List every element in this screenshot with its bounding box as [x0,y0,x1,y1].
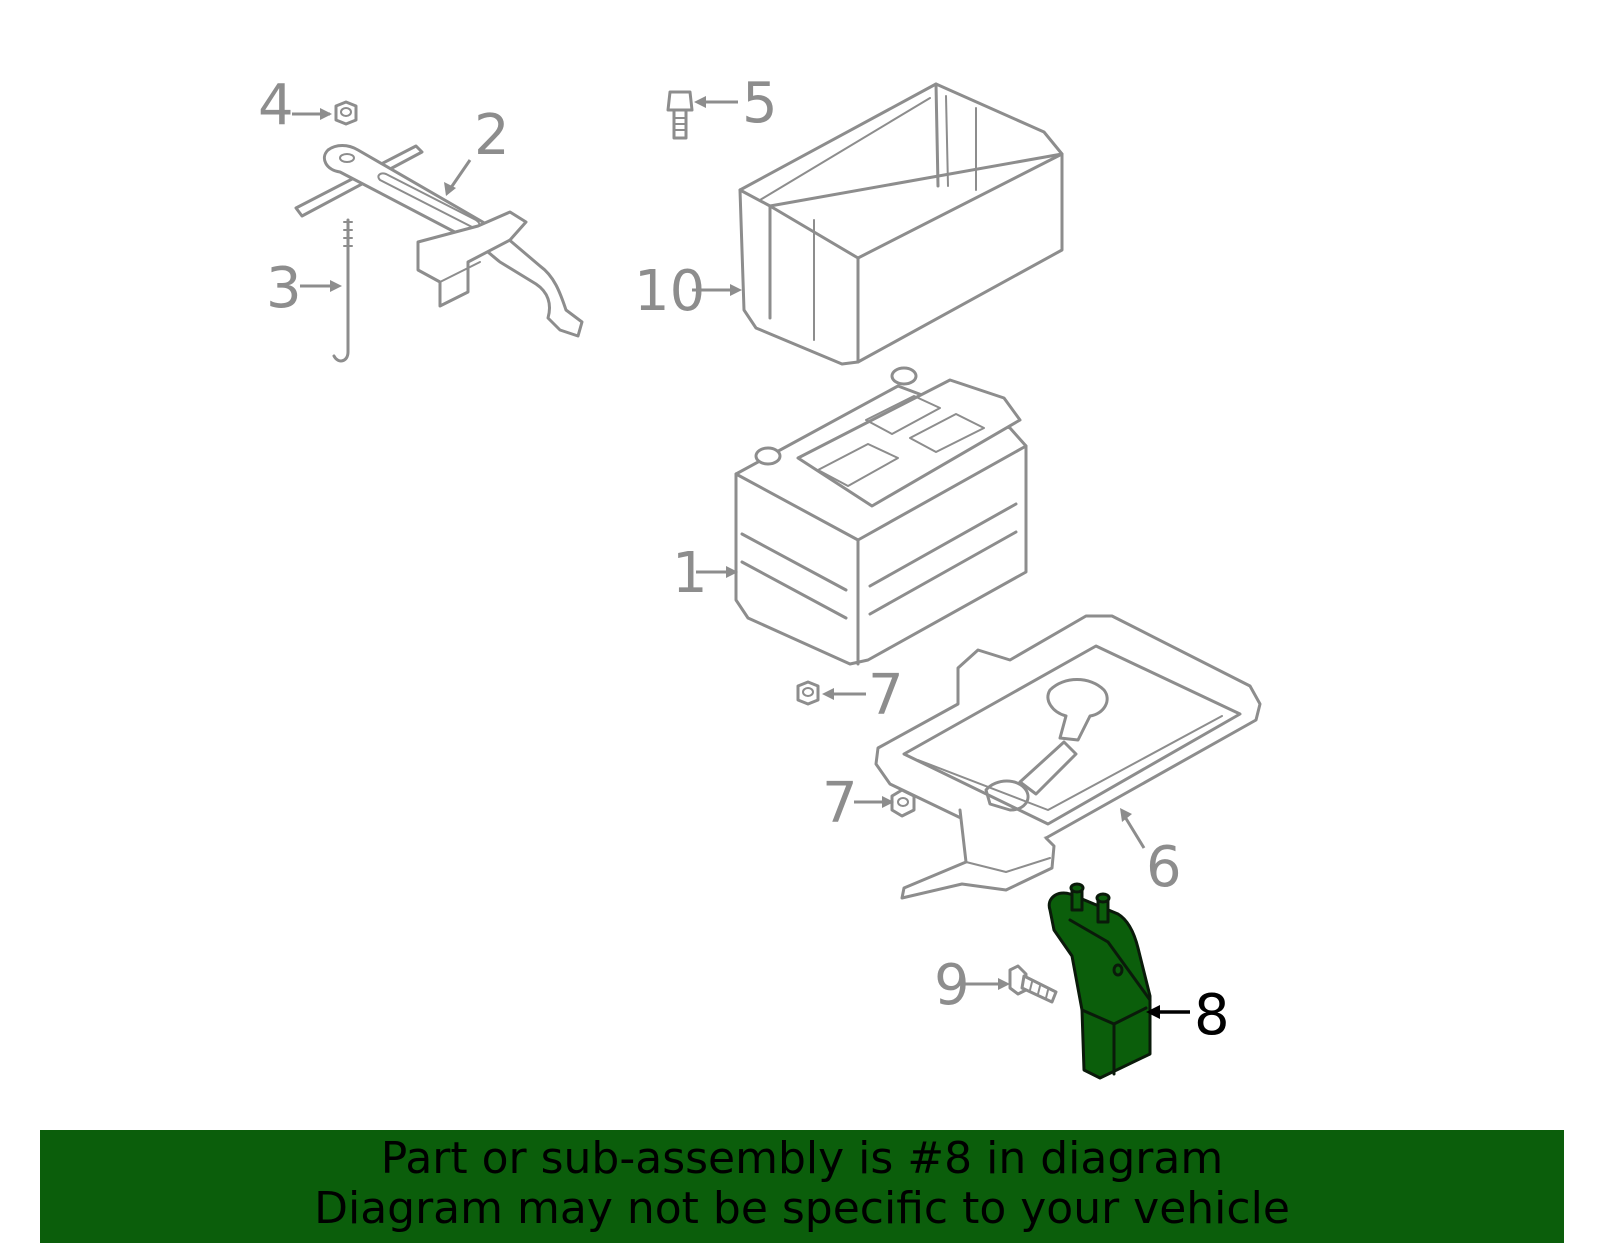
part-6-battery-tray[interactable] [874,614,1262,900]
part-9-bolt[interactable] [1008,964,1058,1004]
callout-10[interactable]: 10 [634,259,705,324]
part-7-nut-upper[interactable] [796,680,820,706]
banner-line-1: Part or sub-assembly is #8 in diagram [380,1133,1224,1184]
part-8-tray-support-bracket[interactable] [1047,882,1152,1080]
callout-3[interactable]: 3 [266,256,302,321]
callout-6[interactable]: 6 [1146,835,1182,900]
arrow-9 [998,978,1010,990]
banner-line-2: Diagram may not be specific to your vehi… [314,1183,1290,1234]
callout-7b[interactable]: 7 [822,771,858,836]
arrow-7b [882,796,894,808]
part-4-nut[interactable] [334,100,358,126]
arrow-8 [1146,1005,1160,1019]
callout-4[interactable]: 4 [258,73,294,138]
part-5-bolt[interactable] [666,90,694,140]
arrow-2 [444,182,456,196]
arrow-1 [726,566,738,578]
callout-9[interactable]: 9 [934,953,970,1018]
part-7-nut-lower[interactable] [890,788,916,818]
part-10-battery-cover[interactable] [738,82,1064,366]
part-3-j-hook[interactable] [332,218,353,363]
arrow-5 [694,96,706,108]
arrow-6 [1120,808,1132,822]
arrow-3 [330,280,342,292]
callout-2[interactable]: 2 [474,103,510,168]
callout-8[interactable]: 8 [1194,983,1230,1048]
callout-5[interactable]: 5 [742,71,778,136]
arrow-10 [730,284,742,296]
callout-7a[interactable]: 7 [868,663,904,728]
part-1-battery[interactable] [734,366,1028,666]
arrow-7a [822,688,834,700]
callout-1[interactable]: 1 [672,541,708,606]
part-2-hold-down-bracket[interactable] [294,144,584,338]
arrow-4 [320,108,332,120]
info-banner: Part or sub-assembly is #8 in diagram Di… [40,1130,1564,1243]
